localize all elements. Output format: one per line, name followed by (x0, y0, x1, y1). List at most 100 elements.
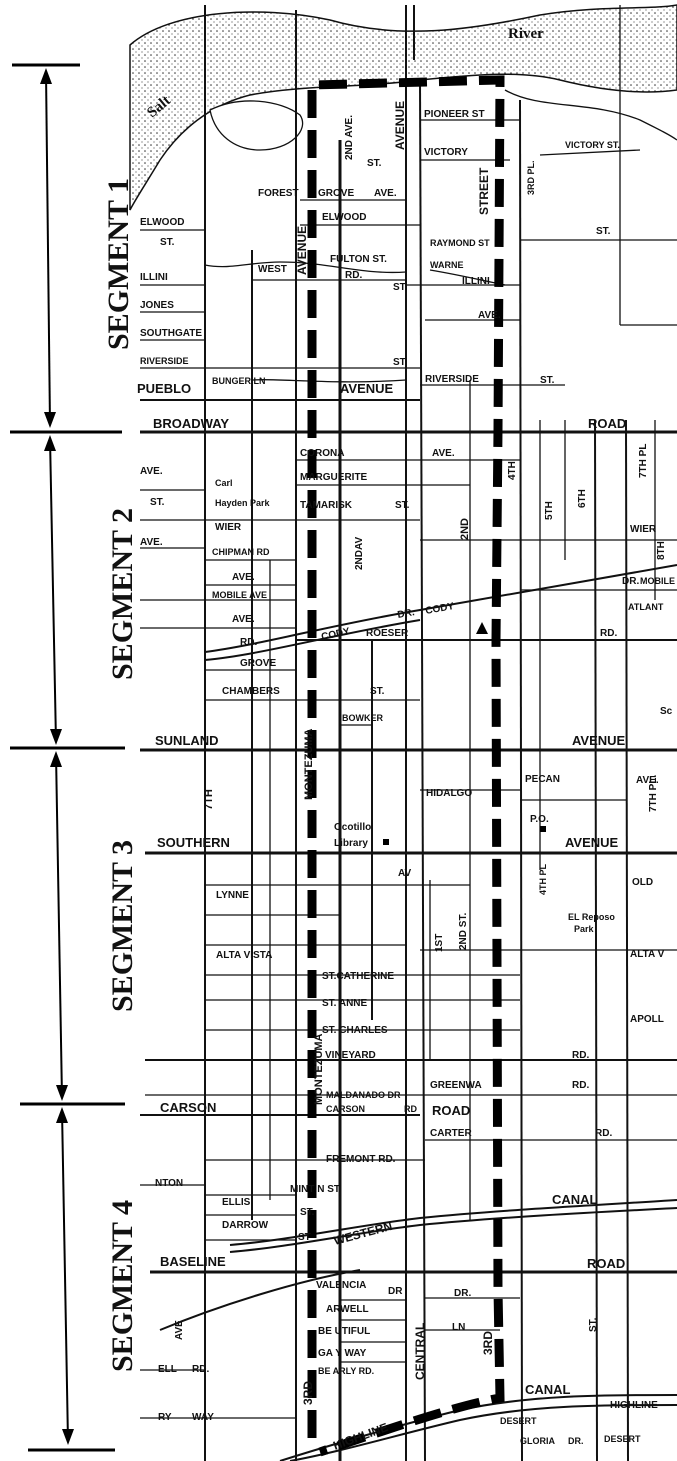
grove2-label: GROVE (240, 658, 276, 669)
dr-e-label: DR. (568, 1436, 584, 1446)
riverside-l-label: RIVERSIDE (140, 356, 189, 366)
illini-label: ILLINI (462, 276, 490, 287)
rd-g-label: RD. (595, 1128, 612, 1139)
illini-l-label: ILLINI (140, 272, 168, 283)
carson-label: CARSON (160, 1100, 216, 1115)
dr-a-label: DR. (397, 607, 416, 621)
sixth-label: 6TH (577, 489, 588, 508)
fremont-label: FREMONT RD. (326, 1154, 396, 1165)
rd-a-label: RD. (345, 270, 362, 281)
road-baseline-label: ROAD (587, 1256, 625, 1271)
tamarisk-label: TAMARISK (300, 500, 353, 511)
rd-d-label: RD. (572, 1050, 589, 1061)
alta-v-r-label: ALTA V (630, 949, 665, 960)
riverside-label: RIVERSIDE (425, 374, 479, 385)
victory-label: VICTORY (424, 147, 468, 158)
st-a-label: ST. (367, 158, 382, 169)
avenue-central-label: AVENUE (393, 101, 407, 150)
corona-label: CORONA (300, 448, 344, 459)
segment-1-arrow (40, 68, 56, 428)
hayden-label: Hayden Park (215, 498, 271, 508)
river-island (209, 100, 304, 151)
sc-label: Sc (660, 706, 673, 717)
elwood-l-label: ELWOOD (140, 217, 184, 228)
st-i-label: ST. (300, 1207, 315, 1218)
west-label: WEST (258, 264, 287, 275)
segment-3-arrow (50, 751, 68, 1101)
grove-label: GROVE (318, 188, 354, 199)
gay-way-label: GA Y WAY (318, 1348, 367, 1359)
ave-b-label: AVE. (478, 310, 501, 321)
canal-highline-label: CANAL (525, 1382, 571, 1397)
dr-c-label: DR (388, 1286, 403, 1297)
park-label: Park (574, 924, 595, 934)
third-pl-label: 3RD PL. (526, 160, 536, 195)
pecan-label: PECAN (525, 774, 560, 785)
street-3rd-label: STREET (477, 167, 491, 215)
second-ave-label: 2ND AVE. (344, 115, 355, 160)
victory-st-label: VICTORY ST. (565, 140, 620, 150)
southgate-label: SOUTHGATE (140, 328, 202, 339)
mobile-ave-label: MOBILE AVE (212, 590, 267, 600)
chipman-label: CHIPMAN RD (212, 547, 270, 557)
seventh-pl-label: 7TH PL (638, 444, 649, 478)
segment-3-label: SEGMENT 3 (106, 840, 139, 1012)
segment-2-streets: CORONA AVE. MARGUERITE Carl Hayden Park … (140, 444, 675, 723)
marguerite-label: MARGUERITE (300, 472, 368, 483)
baseline-label: BASELINE (160, 1254, 226, 1269)
ave-l2-label: AVE. (140, 537, 163, 548)
segment-4-label: SEGMENT 4 (106, 1200, 139, 1372)
alta-vista-label: ALTA VISTA (216, 950, 272, 961)
river-bank-right (504, 89, 677, 141)
wier-label: WIER (215, 522, 242, 533)
segment-1-streets: PIONEER ST VICTORY VICTORY ST. ST. FORES… (140, 109, 620, 386)
wier-r-label: WIER (630, 524, 657, 535)
beautiful-label: BE UTIFUL (318, 1326, 370, 1337)
bunger-label: BUNGER LN (212, 376, 266, 386)
broadway-label: BROADWAY (153, 416, 229, 431)
avenue-sunland-label: AVENUE (572, 733, 626, 748)
ave-e-label: AVE. (232, 614, 255, 625)
ave-l1-label: AVE. (140, 466, 163, 477)
major-road-labels: BROADWAY ROAD PUEBLO AVENUE SUNLAND AVEN… (137, 381, 658, 1453)
desert-r-label: DESERT (604, 1434, 641, 1444)
ry-label: RY (158, 1412, 172, 1423)
pioneer-label: PIONEER ST (424, 109, 485, 120)
po-label: P.O. (530, 814, 549, 825)
bowker-label: BOWKER (342, 713, 383, 723)
montezuma-1-label: MONTEZUMA (303, 728, 315, 800)
segment-3-streets: HIDALGO PECAN P.O. Ocotillo Library LYNN… (216, 774, 665, 1061)
carter-label: CARTER (430, 1128, 472, 1139)
roeser-label: ROESER (366, 628, 409, 639)
third-rd-label: 3RD (481, 1331, 495, 1355)
river-label: River (508, 26, 544, 42)
st-h-label: ST. (370, 686, 385, 697)
st-k-label: ST. (588, 1317, 599, 1332)
st-j-label: ST (298, 1232, 311, 1243)
carl-label: Carl (215, 478, 233, 488)
el-reposo-label: EL Reposo (568, 912, 615, 922)
rd-e-label: RD (404, 1104, 417, 1114)
farwell-label: ARWELL (326, 1304, 369, 1315)
st-c-label: ST. (393, 282, 408, 293)
sunland-label: SUNLAND (155, 733, 219, 748)
landmark-triangle-icon (476, 622, 488, 634)
central-label: CENTRAL (413, 1323, 427, 1380)
seventh-label: 7TH (203, 789, 215, 810)
third-rd-left-label: 3RD (301, 1381, 315, 1405)
gloria-label: GLORIA (520, 1436, 555, 1446)
road-top-label: ROAD (588, 416, 626, 431)
maldanado-label: MALDANADO DR (326, 1090, 401, 1100)
post-office-icon (540, 826, 546, 832)
ave-f-label: AVE. (636, 775, 659, 786)
seventh-pl2-label: 7TH PL. (648, 775, 659, 812)
chambers-label: CHAMBERS (222, 686, 280, 697)
st-g-label: ST. (395, 500, 410, 511)
fifth-label: 5TH (544, 501, 555, 520)
project-route (307, 75, 505, 1457)
fourth-pl-label: 4TH PL (538, 863, 548, 895)
canal-western-label: CANAL (552, 1192, 598, 1207)
segment-1-label: SEGMENT 1 (102, 178, 135, 350)
